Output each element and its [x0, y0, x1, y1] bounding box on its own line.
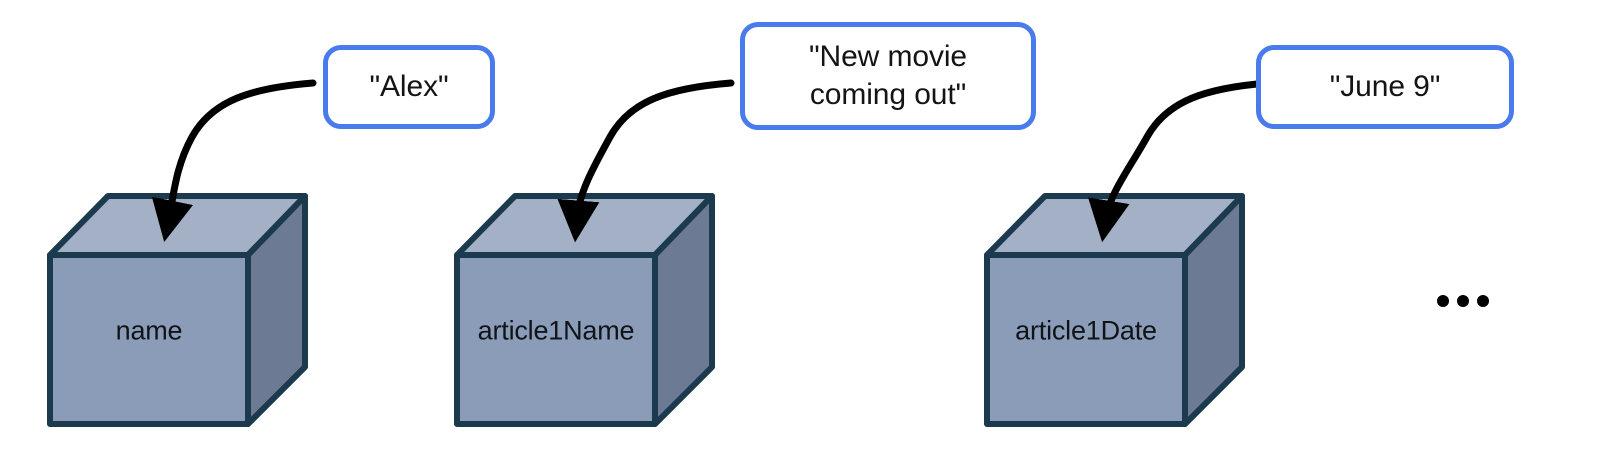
cube-article1date [984, 193, 1245, 427]
ellipsis-dot [1457, 295, 1469, 307]
arrow-to-cube-article1date [1088, 79, 1272, 243]
cube-article1name-front-face [454, 252, 658, 427]
arrow-to-cube-article1name [557, 79, 735, 243]
arrow-to-cube-name [151, 79, 317, 243]
ellipsis-dot [1437, 295, 1449, 307]
value-callout-name[interactable]: "Alex" [323, 45, 495, 129]
value-callout-article1date[interactable]: "June 9" [1256, 45, 1514, 129]
cube-article1date-front-face [984, 252, 1188, 427]
ellipsis-more-variables [1437, 287, 1489, 315]
ellipsis-dot [1477, 295, 1489, 307]
value-callout-article1name[interactable]: "New movie coming out" [740, 22, 1036, 130]
cube-article1name [454, 193, 715, 427]
cube-name-front-face [47, 252, 251, 427]
cube-name [47, 193, 308, 427]
